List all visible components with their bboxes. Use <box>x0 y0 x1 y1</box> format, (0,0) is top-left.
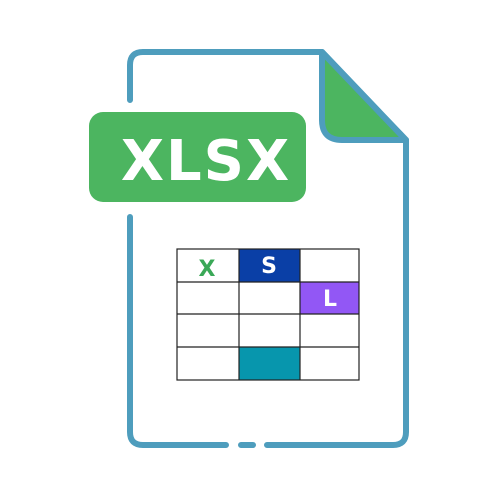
grid-letter-s: S <box>261 254 277 279</box>
grid-letter-l: L <box>323 287 337 312</box>
document-outline-top-left <box>127 49 325 103</box>
folded-corner-diagonal <box>319 49 409 143</box>
xlsx-badge <box>89 112 306 202</box>
xlsx-badge-label: XLSX <box>121 129 291 194</box>
grid-letter-x: X <box>199 257 216 282</box>
spreadsheet-grid <box>176 248 360 381</box>
grid-cell-s <box>239 249 300 282</box>
document-outline-bottom-right <box>264 137 409 448</box>
document-outline-left-lower <box>127 214 229 448</box>
grid-cell-teal <box>239 347 300 380</box>
grid-cell-l <box>300 282 359 314</box>
